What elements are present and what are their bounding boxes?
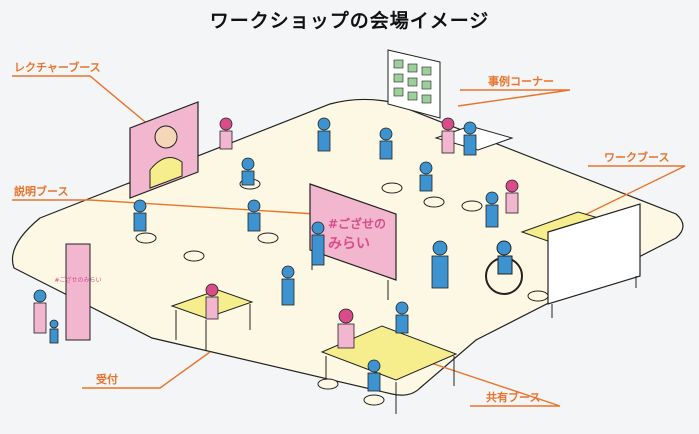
- banner-text: #ござせのみらい: [54, 276, 101, 284]
- leader-lines: [12, 75, 686, 407]
- page-title: ワークショップの会場イメージ: [209, 10, 490, 32]
- explain-board: #ござせの みらい: [309, 183, 397, 300]
- label-lecture-booth: レクチャーブース: [14, 61, 101, 74]
- label-shared-booth: 共有ブース: [486, 391, 541, 404]
- label-explain-booth: 説明ブース: [14, 185, 69, 198]
- label-reception: 受付: [96, 373, 118, 386]
- lecture-screen: [129, 101, 199, 199]
- board-text-1: #ござせの: [328, 216, 386, 231]
- label-case-corner: 事例コーナー: [488, 75, 554, 88]
- people: [33, 117, 519, 392]
- reception-banner: #ござせのみらい: [54, 243, 102, 341]
- label-work-booth: ワークブース: [604, 151, 670, 164]
- board-text-2: みらい: [328, 236, 370, 252]
- work-booth: [485, 203, 641, 318]
